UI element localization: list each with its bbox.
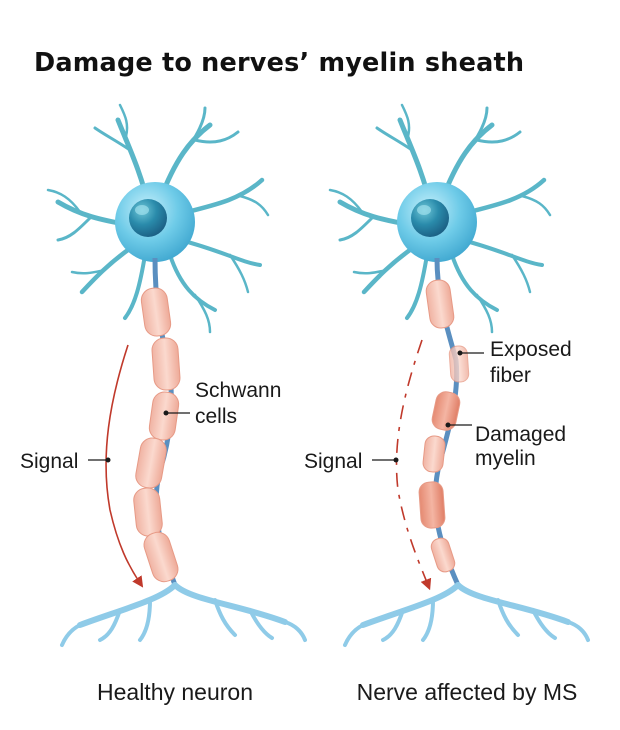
exposed-label-line1: Exposed xyxy=(490,338,572,361)
healthy-caption: Healthy neuron xyxy=(97,679,253,705)
ms-caption: Nerve affected by MS xyxy=(357,679,578,705)
ms-nucleus xyxy=(411,199,449,237)
exposed-label-line2: fiber xyxy=(490,364,531,387)
damaged-label-line2: myelin xyxy=(475,447,536,470)
healthy-dendrites xyxy=(46,103,270,334)
ms-myelin-segments xyxy=(418,279,470,573)
diagram-title: Damage to nerves’ myelin sheath xyxy=(34,48,525,78)
healthy-nucleus xyxy=(129,199,167,237)
ms-axon-terminals xyxy=(343,582,590,647)
ms-dendrites xyxy=(328,103,552,334)
schwann-label-line2: cells xyxy=(195,405,237,428)
ms-signal-label: Signal xyxy=(304,450,362,473)
ms-signal-arrow xyxy=(395,339,432,591)
healthy-signal-arrow xyxy=(105,344,144,588)
ms-neuron: Signal Exposed fiber Damaged myelin Nerv… xyxy=(304,103,590,705)
damaged-label-line1: Damaged xyxy=(475,423,566,446)
healthy-axon-terminals xyxy=(60,582,307,647)
healthy-myelin-segments xyxy=(133,287,181,583)
healthy-neuron: Signal Schwann cells Healthy neuron xyxy=(20,103,307,705)
healthy-signal-label: Signal xyxy=(20,450,78,473)
schwann-label-line1: Schwann xyxy=(195,379,281,402)
